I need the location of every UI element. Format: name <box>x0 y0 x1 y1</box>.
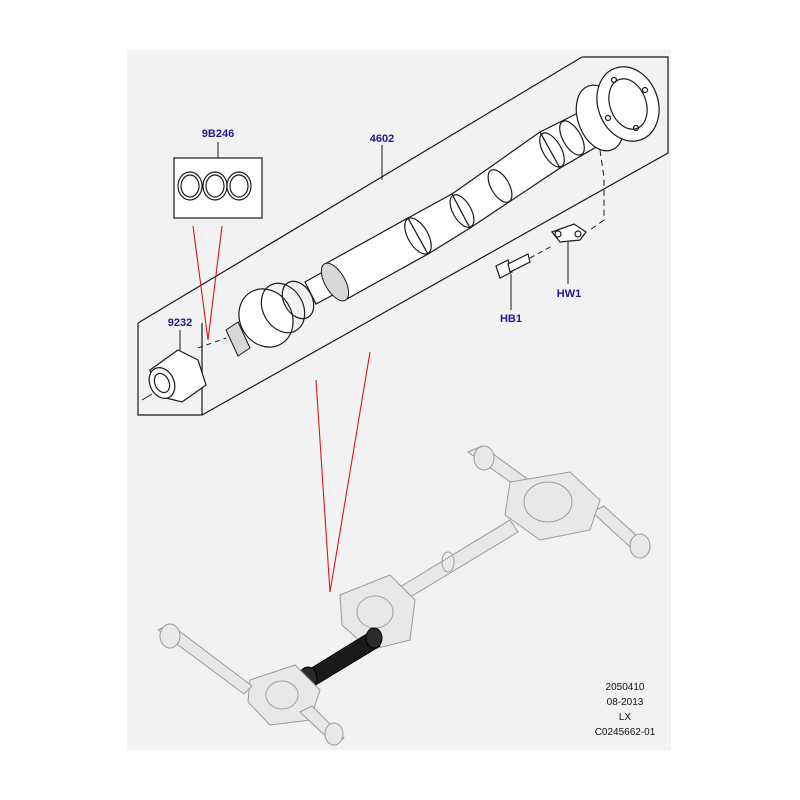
reference-block: 2050410 08-2013 LX C0245662-01 <box>595 682 656 738</box>
reference-drawing: C0245662-01 <box>595 727 656 738</box>
label-nut: 9232 <box>168 317 192 329</box>
assembly-lines <box>197 149 605 349</box>
label-leaders <box>179 142 569 350</box>
nut-part <box>141 349 207 403</box>
driveline-overview <box>157 445 651 746</box>
propeller-shaft <box>225 66 660 357</box>
washer-part <box>551 223 587 243</box>
reference-code: 2050410 <box>606 682 645 693</box>
label-shaft: 4602 <box>370 133 394 145</box>
reference-lines <box>192 225 371 593</box>
seal-rings-inset <box>173 157 263 219</box>
label-bolt: HB1 <box>500 313 522 325</box>
bolt-part <box>495 253 531 279</box>
reference-date: 08-2013 <box>607 697 644 708</box>
reference-model: LX <box>619 712 632 723</box>
label-rings: 9B246 <box>202 128 234 140</box>
exploded-view-frame <box>137 56 669 416</box>
label-washer: HW1 <box>557 288 581 300</box>
